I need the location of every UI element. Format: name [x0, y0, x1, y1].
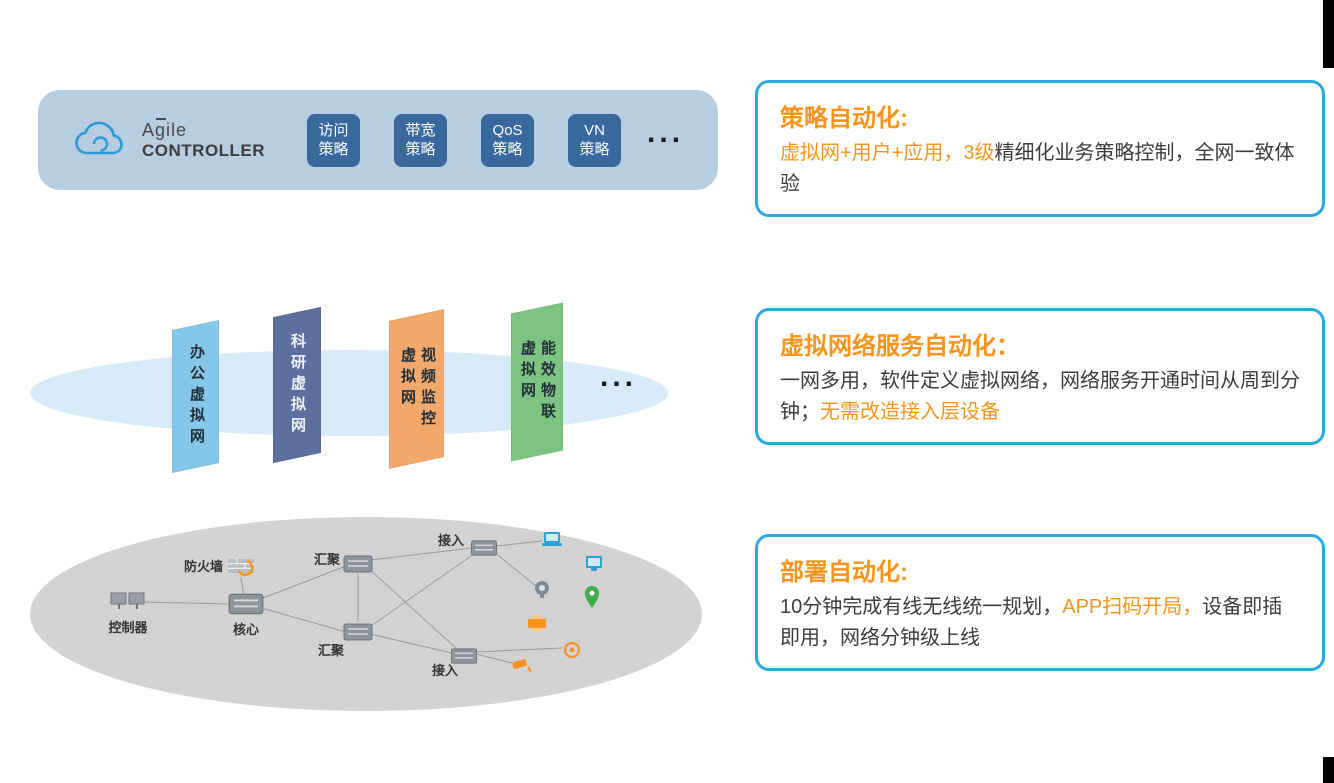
chip-line: VN — [584, 122, 605, 139]
monitor-icon — [586, 556, 602, 571]
firewall-icon — [228, 559, 254, 577]
label-firewall: 防火墙 — [184, 559, 223, 574]
chip-line: 访问 — [318, 122, 349, 139]
webcam-icon — [535, 581, 549, 598]
vn-plane-label: 能效物联 虚拟网 — [519, 340, 556, 424]
policy-chip-bandwidth: 带宽 策略 — [394, 113, 448, 167]
agile-controller-logo: Agile CONTROLLER — [74, 117, 266, 161]
cloud-icon — [74, 120, 130, 160]
callout-segment: 设备即插即用，网络分钟级上线 — [780, 596, 1283, 649]
policy-chip-access: 访问 策略 — [307, 113, 361, 167]
laptop-icon — [542, 532, 562, 546]
label-access2: 接入 — [432, 663, 458, 678]
chip-line: 策略 — [318, 141, 349, 158]
vn-plane-energy-iot: 能效物联 虚拟网 — [511, 302, 563, 462]
controller-icon — [110, 592, 145, 609]
brand-name: Agile CONTROLLER — [142, 117, 266, 161]
callout-segment: 虚拟网+用户+应用，3级 — [780, 142, 995, 164]
callout-title: 部署自动化: — [780, 559, 908, 586]
label-aggregation2: 汇聚 — [318, 643, 345, 658]
label-aggregation1: 汇聚 — [314, 552, 341, 567]
vn-plane-office: 办公虚拟网 — [172, 320, 219, 473]
brand-controller: CONTROLLER — [142, 140, 266, 160]
vn-plane-label: 科研虚拟网 — [289, 332, 306, 438]
chip-line: QoS — [492, 122, 523, 139]
core-switch-icon — [228, 593, 264, 615]
access-switch-icon — [450, 648, 478, 664]
physical-network-topology: 控制器 防火墙 核心 汇聚 汇聚 接入 接入 — [108, 532, 602, 678]
callout-body: 虚拟网+用户+应用，3级精细化业务策略控制，全网一致体验 — [780, 138, 1300, 200]
chip-line: 带宽 — [405, 122, 436, 139]
callout-policy-automation: 策略自动化: 虚拟网+用户+应用，3级精细化业务策略控制，全网一致体验 — [755, 80, 1325, 217]
vn-plane-video-surveillance: 视频监控 虚拟网 — [389, 309, 444, 469]
callout-segment: APP扫码开局， — [1062, 596, 1203, 618]
black-edge-bar-top — [1323, 0, 1334, 68]
label-access1: 接入 — [438, 533, 464, 548]
chip-line: 策略 — [579, 141, 610, 158]
chip-line: 策略 — [492, 141, 523, 158]
callout-virtual-network-automation: 虚拟网络服务自动化： 一网多用，软件定义虚拟网络，网络服务开通时间从周到分钟；无… — [755, 308, 1325, 445]
virtual-network-ellipse — [30, 350, 668, 436]
topology-links — [139, 540, 563, 664]
callout-segment: 10分钟完成有线无线统一规划， — [780, 596, 1063, 618]
policy-ellipsis: ... — [647, 116, 685, 149]
printer-icon — [528, 615, 546, 632]
callout-segment: 一网多用，软件定义虚拟网络，网络服务开通时间从周到分钟； — [780, 370, 1300, 423]
callout-title: 策略自动化: — [780, 105, 908, 132]
cctv-camera-icon — [512, 659, 532, 673]
ip-phone-icon — [563, 641, 581, 659]
physical-network-ellipse — [30, 517, 702, 711]
aggregation-switch-icon — [343, 555, 373, 573]
label-core: 核心 — [233, 622, 259, 637]
vn-ellipsis: ... — [600, 360, 638, 393]
vn-plane-label: 视频监控 虚拟网 — [398, 347, 436, 431]
chip-line: 策略 — [405, 141, 436, 158]
access-switch-icon — [470, 540, 498, 556]
callout-segment: 无需改造接入层设备 — [820, 401, 1000, 423]
callout-body: 一网多用，软件定义虚拟网络，网络服务开通时间从周到分钟；无需改造接入层设备 — [780, 366, 1300, 428]
vn-plane-research: 科研虚拟网 — [273, 306, 321, 464]
label-controller: 控制器 — [108, 620, 148, 635]
callout-title: 虚拟网络服务自动化： — [780, 333, 1020, 360]
callout-body: 10分钟完成有线无线统一规划，APP扫码开局，设备即插即用，网络分钟级上线 — [780, 592, 1300, 654]
callout-deployment-automation: 部署自动化: 10分钟完成有线无线统一规划，APP扫码开局，设备即插即用，网络分… — [755, 534, 1325, 671]
callout-segment: 精细化业务策略控制，全网一致体验 — [780, 142, 1295, 195]
vn-plane-label: 办公虚拟网 — [187, 344, 205, 449]
brand-agile: Agile — [142, 117, 188, 140]
agile-controller-banner: Agile CONTROLLER 访问 策略 带宽 策略 QoS 策略 VN 策… — [38, 90, 718, 190]
aggregation-switch-icon — [343, 623, 373, 641]
policy-chip-vn: VN 策略 — [568, 113, 622, 167]
policy-chip-group: 访问 策略 带宽 策略 QoS 策略 VN 策略 — [307, 113, 622, 167]
policy-chip-qos: QoS 策略 — [481, 113, 535, 167]
location-pin-icon — [585, 586, 599, 608]
black-edge-bar-bottom — [1323, 757, 1334, 783]
